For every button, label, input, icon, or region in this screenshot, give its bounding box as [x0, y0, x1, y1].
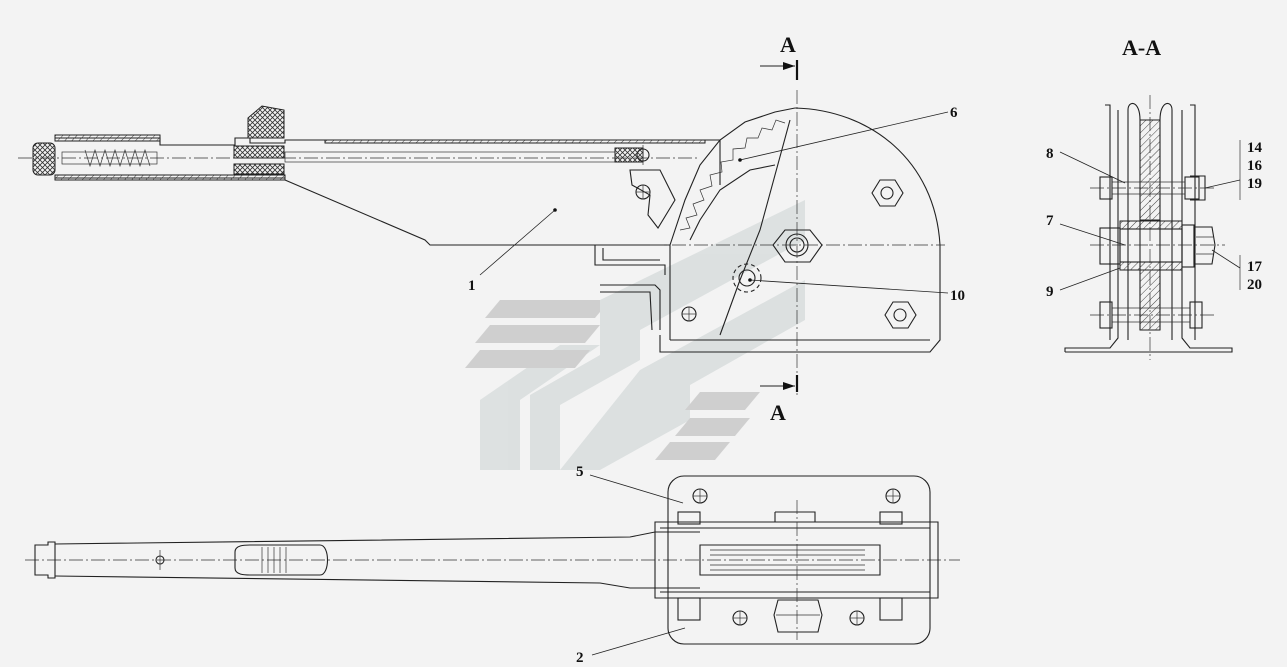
company-logo-watermark: [465, 200, 805, 470]
callout-10: 10: [950, 288, 965, 304]
base-plate-top: [667, 475, 931, 645]
section-mark-bottom: А: [770, 400, 786, 425]
pawl: [629, 169, 676, 229]
callout-2: 2: [576, 650, 584, 666]
callout-6: 6: [950, 105, 958, 121]
callout-1: 1: [468, 278, 476, 294]
section-cut-line: [760, 60, 799, 392]
callout-14: 14: [1247, 140, 1263, 156]
callout-16: 16: [1247, 158, 1263, 174]
callout-20: 20: [1247, 277, 1262, 293]
section-mark-top: А: [780, 32, 796, 57]
base-nut-lower: [884, 301, 917, 329]
callout-5: 5: [576, 464, 584, 480]
callout-9: 9: [1046, 284, 1054, 300]
knurled-bushing: [233, 145, 285, 159]
base-nut-upper: [871, 179, 904, 207]
thumb-button: [247, 105, 285, 139]
callout-8: 8: [1046, 146, 1054, 162]
release-spring: [61, 148, 158, 168]
callout-leaders-front: [479, 111, 949, 294]
front-view: А А: [18, 32, 945, 425]
callout-19: 19: [1247, 176, 1262, 192]
section-title: А-А: [1122, 35, 1161, 60]
callout-17: 17: [1247, 259, 1263, 275]
callout-7: 7: [1046, 213, 1054, 229]
base-bolts: [677, 488, 903, 633]
section-view-a-a: А-А: [1064, 35, 1241, 360]
toothed-sector: [669, 107, 796, 246]
callout-leaders-top: [589, 474, 686, 656]
callout-leaders-section: [1059, 151, 1241, 291]
grip-cap: [32, 142, 56, 176]
handle-end: [34, 541, 56, 579]
top-view: [25, 475, 960, 645]
